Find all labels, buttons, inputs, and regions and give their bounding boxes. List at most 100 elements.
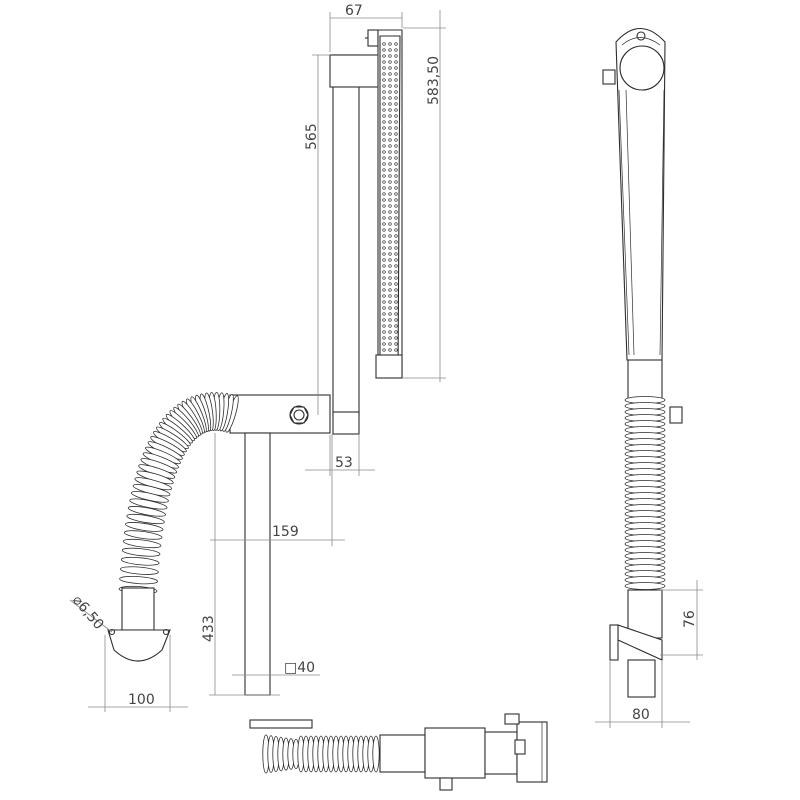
- side-top-screw-icon: [636, 31, 646, 41]
- joint-housing: [229, 394, 331, 434]
- perforation-hole: [388, 234, 392, 238]
- hose-rib: [122, 538, 162, 549]
- perforation-hole: [388, 108, 392, 112]
- outlet-tube: [121, 587, 155, 631]
- perforation-hole: [382, 216, 386, 220]
- perforation-hole: [382, 138, 386, 142]
- perforation-hole: [382, 348, 386, 352]
- plan-wall-plate: [249, 719, 313, 729]
- perforation-hole: [388, 156, 392, 160]
- dim-arm-height: 565: [304, 123, 320, 150]
- perforation-hole: [382, 270, 386, 274]
- side-tube-upper: [627, 359, 663, 401]
- perforation-hole: [394, 246, 398, 250]
- perforation-hole: [382, 204, 386, 208]
- perforation-hole: [388, 282, 392, 286]
- hose-rib: [126, 513, 165, 525]
- perforation-hole: [388, 228, 392, 232]
- perforation-hole: [394, 204, 398, 208]
- hose-rib: [119, 575, 158, 585]
- perforation-hole: [394, 108, 398, 112]
- perforation-hole: [394, 258, 398, 262]
- perforation-hole: [382, 234, 386, 238]
- perforation-hole: [394, 216, 398, 220]
- perforation-hole: [388, 180, 392, 184]
- perforation-hole: [382, 222, 386, 226]
- perforation-hole: [382, 90, 386, 94]
- perforation-hole: [394, 66, 398, 70]
- perforation-hole: [382, 324, 386, 328]
- perforation-hole: [382, 120, 386, 124]
- perforation-hole: [388, 258, 392, 262]
- perforation-hole: [394, 96, 398, 100]
- perforation-hole: [388, 72, 392, 76]
- perforation-hole: [388, 210, 392, 214]
- dim-side-height: 76: [682, 610, 698, 628]
- perforation-hole: [382, 264, 386, 268]
- perforation-hole: [394, 312, 398, 316]
- hood-perforations: [382, 42, 398, 352]
- perforation-hole: [382, 48, 386, 52]
- dim-mount-height: 433: [201, 615, 217, 642]
- perforation-hole: [394, 120, 398, 124]
- hose-rib: [127, 506, 166, 517]
- perforation-hole: [388, 204, 392, 208]
- perforation-hole: [382, 336, 386, 340]
- perforation-hole: [382, 300, 386, 304]
- perforation-hole: [388, 288, 392, 292]
- hose-rib: [120, 566, 159, 575]
- dim-flange-width: 100: [128, 692, 155, 708]
- perforation-hole: [394, 138, 398, 142]
- perforation-hole: [388, 162, 392, 166]
- side-hose-knob: [669, 406, 683, 424]
- dim-side-width: 80: [632, 707, 650, 723]
- hose-rib: [125, 522, 164, 532]
- perforation-hole: [388, 192, 392, 196]
- perforation-hole: [382, 246, 386, 250]
- perforation-hole: [382, 72, 386, 76]
- flange-hole-right: [162, 628, 170, 636]
- perforation-hole: [382, 96, 386, 100]
- perforation-hole: [388, 312, 392, 316]
- plan-hose-rib: [372, 735, 380, 773]
- perforation-hole: [388, 114, 392, 118]
- joint-knob-hex: [289, 406, 309, 424]
- side-hose-rib: [624, 582, 666, 590]
- perforation-hole: [388, 102, 392, 106]
- perforation-hole: [382, 84, 386, 88]
- perforation-hole: [382, 276, 386, 280]
- perforation-hole: [394, 126, 398, 130]
- side-view: [602, 28, 683, 698]
- perforation-hole: [394, 294, 398, 298]
- arm-bottom-socket: [332, 411, 360, 435]
- perforation-hole: [394, 300, 398, 304]
- perforation-hole: [388, 216, 392, 220]
- dim-hole-diameter: ⌀6,50: [69, 592, 107, 633]
- perforation-hole: [388, 324, 392, 328]
- arm-tube: [332, 54, 360, 416]
- hose-rib: [123, 530, 163, 540]
- perforation-hole: [382, 330, 386, 334]
- perforation-hole: [382, 78, 386, 82]
- perforation-hole: [388, 306, 392, 310]
- perforation-hole: [388, 330, 392, 334]
- perforation-hole: [394, 90, 398, 94]
- side-hood: [615, 28, 666, 361]
- perforation-hole: [388, 336, 392, 340]
- perforation-hole: [394, 168, 398, 172]
- perforation-hole: [394, 240, 398, 244]
- perforation-hole: [382, 174, 386, 178]
- perforation-hole: [382, 150, 386, 154]
- perforation-hole: [382, 288, 386, 292]
- perforation-hole: [382, 132, 386, 136]
- dim-tube-section: □40: [284, 660, 315, 676]
- perforation-hole: [394, 180, 398, 184]
- perforation-hole: [382, 258, 386, 262]
- perforation-hole: [388, 66, 392, 70]
- plan-view: [249, 713, 548, 791]
- perforation-hole: [394, 330, 398, 334]
- perforation-hole: [388, 318, 392, 322]
- perforation-hole: [388, 126, 392, 130]
- hose-rib: [121, 547, 161, 557]
